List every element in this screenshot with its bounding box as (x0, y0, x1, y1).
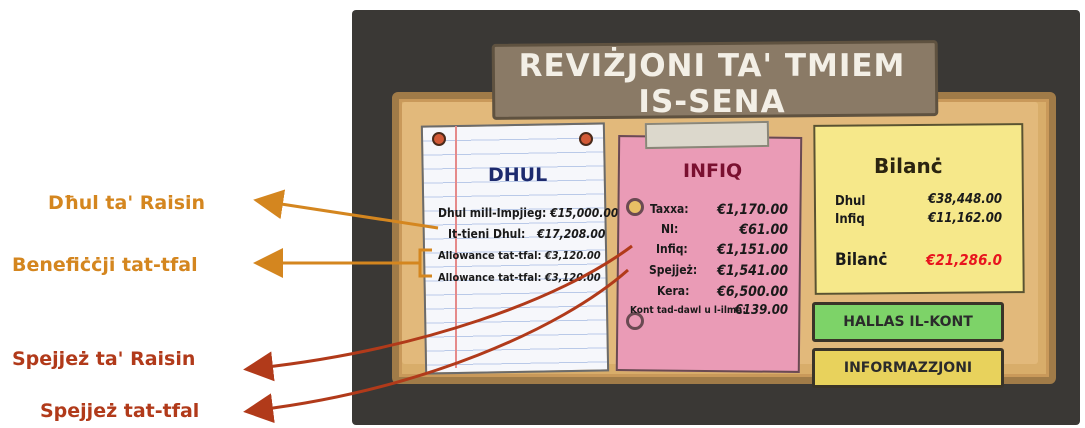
row-value: €15,000.00 (550, 206, 619, 220)
expense-row: Kont tad-dawl u l-ilma: €139.00 (630, 303, 788, 318)
row-label: Infiq: (656, 242, 688, 256)
expense-row: Kera: €6,500.00 (657, 284, 788, 300)
bracket-benefits (410, 248, 432, 278)
row-label: Spejjeż: (649, 263, 698, 277)
row-label: It-tieni Dhul: (448, 227, 526, 241)
income-row: Dhul mill-Impjieg: €15,000.00 (438, 206, 618, 220)
pay-account-button[interactable]: Hallas il-kont (812, 302, 1004, 342)
row-label: NI: (661, 222, 679, 236)
balance-income-value: €38,448.00 (928, 192, 1002, 207)
row-label: Taxxa: (650, 202, 689, 216)
ring-icon (626, 198, 644, 216)
expense-heading: Infiq (683, 160, 743, 182)
balance-heading: Bilanċ (874, 154, 943, 178)
balance-total-value: €21,286.0 (926, 251, 1002, 269)
balance-total-label: Bilanċ (835, 250, 888, 270)
row-label: Kont tad-dawl u l-ilma: (630, 305, 746, 316)
arrow-expenses-child (243, 268, 629, 424)
expense-row: Spejjeż: €1,541.00 (649, 263, 788, 279)
page-title: Reviżjoni ta' Tmiem is-Sena (518, 48, 906, 120)
expense-row: NI: €61.00 (661, 222, 788, 238)
annotation-income-raisin: Dħul ta' Raisin (48, 192, 206, 214)
row-label: Allowance tat-tfal: (438, 249, 542, 262)
row-label: Dhul mill-Impjieg: (438, 206, 547, 220)
income-heading: Dhul (488, 164, 548, 186)
row-value: €3,120.00 (544, 249, 601, 262)
balance-expense-label: Infiq (835, 212, 865, 227)
row-value: €6,500.00 (717, 284, 788, 300)
income-row: It-tieni Dhul: €17,208.00 (448, 227, 605, 241)
pin-icon (432, 132, 446, 146)
row-value: €139.00 (734, 303, 788, 318)
row-value: €17,208.00 (537, 227, 606, 241)
annotation-child-benefits: Benefiċċji tat-tfal (12, 254, 198, 276)
income-row: Allowance tat-tfal: €3,120.00 (438, 249, 601, 262)
information-button[interactable]: Informazzjoni (812, 348, 1004, 388)
row-value: €1,170.00 (717, 202, 788, 218)
paper-margin-line (455, 126, 457, 368)
annotation-expenses-child: Spejjeż tat-tfal (40, 400, 200, 422)
balance-income-label: Dhul (835, 194, 866, 209)
expense-row: Infiq: €1,151.00 (656, 242, 788, 258)
ring-icon (626, 312, 644, 330)
row-value: €61.00 (739, 222, 788, 238)
arrow-income (253, 189, 439, 230)
row-value: €1,151.00 (717, 242, 788, 258)
row-label: Kera: (657, 284, 690, 298)
expense-row: Taxxa: €1,170.00 (650, 202, 788, 218)
arrow-expenses-raisin (243, 244, 633, 382)
row-value: €1,541.00 (717, 263, 788, 279)
annotation-expenses-raisin: Spejjeż ta' Raisin (12, 348, 196, 370)
pin-icon (579, 132, 593, 146)
balance-expense-value: €11,162.00 (928, 211, 1002, 226)
row-label: Allowance tat-tfal: (438, 271, 542, 284)
